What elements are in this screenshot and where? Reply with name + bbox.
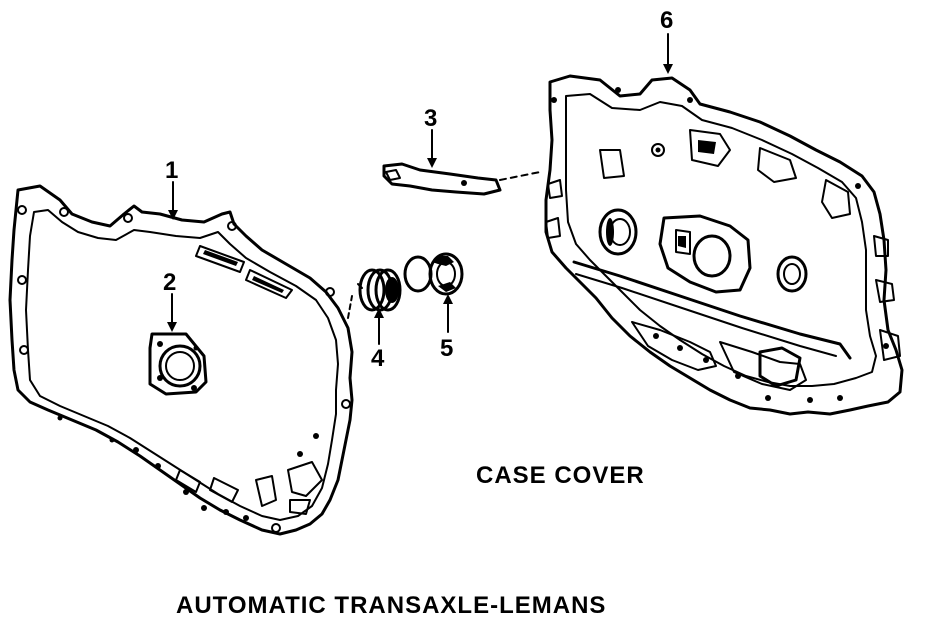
callout-3: 3 (424, 105, 437, 132)
bracket-part-3 (382, 162, 502, 196)
callout-6: 6 (660, 7, 673, 34)
seal-part-5 (403, 252, 464, 296)
case-cover-part-6 (544, 74, 904, 416)
callout-2: 2 (163, 269, 176, 296)
callout-5: 5 (440, 335, 453, 362)
diagram-title: AUTOMATIC TRANSAXLE-LEMANS (176, 592, 606, 619)
gasket-part-1 (8, 184, 354, 536)
callout-4: 4 (371, 345, 385, 372)
callout-1: 1 (165, 157, 178, 184)
seal-gasket-part-2 (148, 332, 208, 396)
case-cover-label: CASE COVER (476, 462, 645, 489)
spring-part-4 (357, 268, 402, 312)
leader-lines (167, 33, 673, 345)
